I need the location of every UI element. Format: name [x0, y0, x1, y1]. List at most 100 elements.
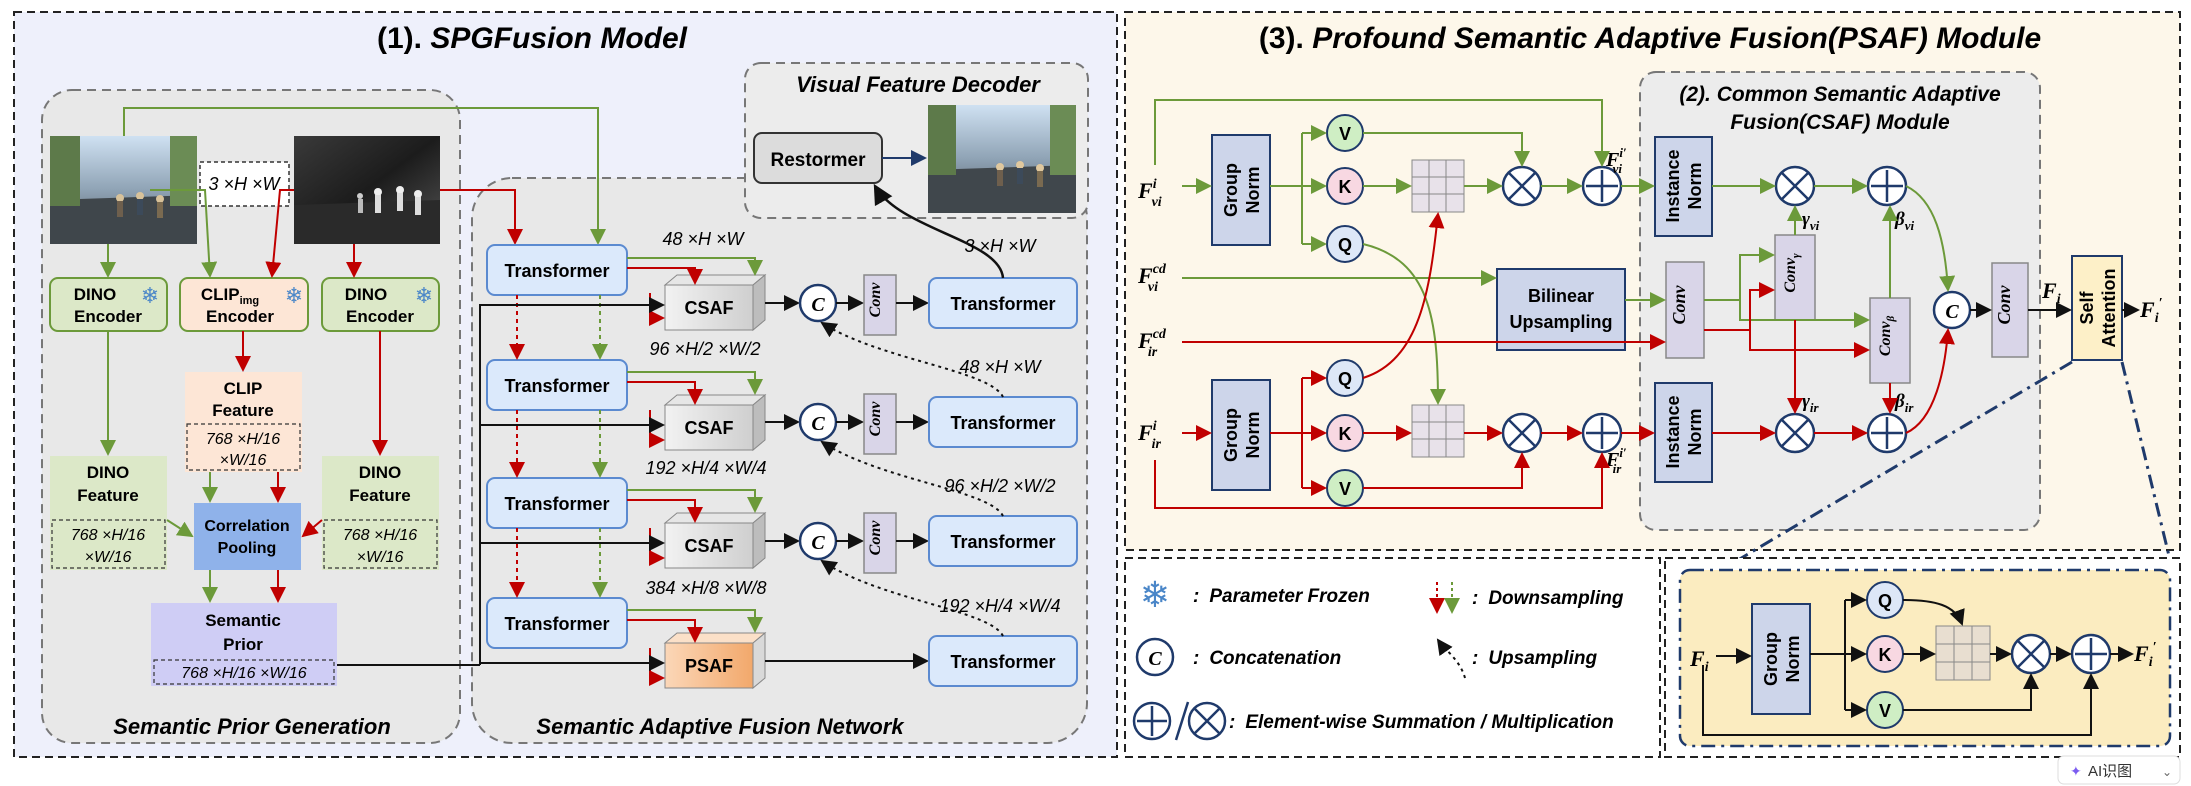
svg-text:❄: ❄	[141, 283, 159, 308]
prior-arrows	[100, 107, 606, 603]
csaf-add-ir	[1866, 412, 1908, 454]
inset-add-node	[2070, 633, 2112, 675]
svg-text:Encoder: Encoder	[74, 307, 142, 326]
add-node-ir	[1581, 412, 1623, 454]
svg-text:CSAF: CSAF	[685, 536, 734, 556]
svg-text:Q: Q	[1338, 369, 1352, 389]
svg-text:Q: Q	[1338, 235, 1352, 255]
inset-lines	[1702, 592, 2134, 736]
svg-text:Transformer: Transformer	[950, 532, 1055, 552]
fusion-network-label: Semantic Adaptive Fusion Network	[536, 714, 905, 739]
decoder-row-2: C Conv Transformer	[765, 393, 1078, 455]
svg-text:CLIP: CLIP	[224, 379, 263, 398]
svg-text:Conv: Conv	[1669, 284, 1689, 324]
psaf-green-lines	[1154, 99, 1956, 405]
label-gamma-ir: γir	[1802, 391, 1820, 415]
svg-text:Feature: Feature	[212, 401, 273, 420]
encoder-transformers: Transformer Transformer Transformer Tran…	[486, 244, 628, 649]
svg-text:DINO: DINO	[345, 285, 388, 304]
decoder-row-4: Transformer	[765, 635, 1078, 687]
legend-frozen: :Parameter Frozen	[1193, 586, 1370, 607]
svg-text:Conv: Conv	[867, 282, 884, 318]
svg-text:Transformer: Transformer	[504, 494, 609, 514]
svg-text:Conv: Conv	[867, 401, 884, 437]
csaf-mult-vi	[1774, 165, 1816, 207]
svg-text:Transformer: Transformer	[504, 376, 609, 396]
qkv-ir: Q K V	[1326, 359, 1364, 507]
legend-downsampling: :Downsampling	[1472, 588, 1624, 609]
svg-text:Transformer: Transformer	[504, 614, 609, 634]
decoder-dim-2: 48 ×H ×W	[959, 357, 1042, 377]
decoder-dim-1: 3 ×H ×W	[964, 236, 1037, 256]
zoom-lines	[1737, 360, 2172, 562]
csaf-block-3: CSAF	[663, 511, 767, 570]
clip-feature: CLIP Feature 768 ×H/16 ×W/16	[185, 372, 302, 472]
restormer: Restormer	[753, 132, 883, 184]
csaf-block-2: CSAF	[663, 393, 767, 452]
svg-text:Transformer: Transformer	[950, 294, 1055, 314]
svg-text:V: V	[1339, 124, 1351, 144]
svg-text:C: C	[1148, 648, 1162, 670]
final-up-arrow	[873, 183, 1005, 279]
svg-text:Feature: Feature	[349, 486, 410, 505]
svg-text:C: C	[1945, 301, 1959, 323]
svg-text:×W/16: ×W/16	[85, 549, 132, 566]
svg-text:V: V	[1339, 479, 1351, 499]
clip-encoder: CLIPimg Encoder	[179, 277, 309, 332]
label-beta-ir: βir	[1894, 391, 1914, 415]
prior-distribution-lines	[337, 297, 665, 671]
svg-text:K: K	[1339, 424, 1352, 444]
svg-text:Encoder: Encoder	[346, 307, 414, 326]
svg-text:CSAF: CSAF	[685, 418, 734, 438]
psaf-red-lines	[1154, 212, 1955, 509]
sparkle-icon: ✦	[2070, 763, 2082, 779]
svg-text:Transformer: Transformer	[950, 652, 1055, 672]
svg-text:Semantic: Semantic	[205, 611, 281, 630]
legend-downsampling-icon	[1429, 582, 1460, 614]
svg-text:Q: Q	[1878, 591, 1892, 611]
legend-sum-mult-icon	[1132, 701, 1227, 741]
csaf-title-line2: Fusion(CSAF) Module	[1730, 111, 1950, 134]
svg-text:❄: ❄	[1140, 574, 1170, 615]
snowflake-icon: ❄	[415, 283, 433, 308]
upsampling-arrows	[820, 321, 1004, 637]
csaf-mult-ir	[1774, 412, 1816, 454]
svg-text:Conv: Conv	[1994, 284, 2014, 324]
csaf-add-vi	[1866, 165, 1908, 207]
fused-output-image	[928, 105, 1076, 213]
csaf-block-1: CSAF	[663, 273, 767, 332]
ai-watermark-button[interactable]: ✦ AI识图 ⌄	[2057, 755, 2181, 785]
semantic-prior-label: Semantic Prior Generation	[113, 714, 391, 739]
decoder-row-1: C Conv Transformer	[765, 274, 1078, 336]
svg-text:CLIPimg: CLIPimg	[201, 285, 259, 307]
decoder-dim-3: 96 ×H/2 ×W/2	[944, 476, 1055, 496]
dino-encoder-right: DINO Encoder	[321, 277, 440, 332]
input-dim-text: 3 ×H ×W	[208, 174, 281, 194]
chevron-down-icon: ⌄	[2162, 765, 2172, 779]
svg-text:×W/16: ×W/16	[220, 452, 267, 469]
legend-sum-mult: :Element-wise Summation / Multiplication	[1229, 712, 1614, 733]
input-dim-box	[199, 161, 290, 207]
mult-node-vi	[1501, 165, 1543, 207]
legend-upsampling: :Upsampling	[1472, 648, 1597, 669]
csaf-conv: Conv	[1665, 261, 1705, 359]
stage-dim-1: 48 ×H ×W	[662, 229, 745, 249]
svg-text:Bilinear: Bilinear	[1528, 286, 1594, 306]
svg-text:Convγ: Convγ	[1782, 253, 1802, 293]
dino-encoder-left: DINO Encoder	[49, 277, 168, 332]
svg-text:DINO: DINO	[359, 463, 402, 482]
svg-text:V: V	[1879, 701, 1891, 721]
svg-text:PSAF: PSAF	[685, 656, 733, 676]
legend-upsampling-icon	[1436, 638, 1466, 679]
attention-matrix-vi	[1411, 159, 1465, 213]
